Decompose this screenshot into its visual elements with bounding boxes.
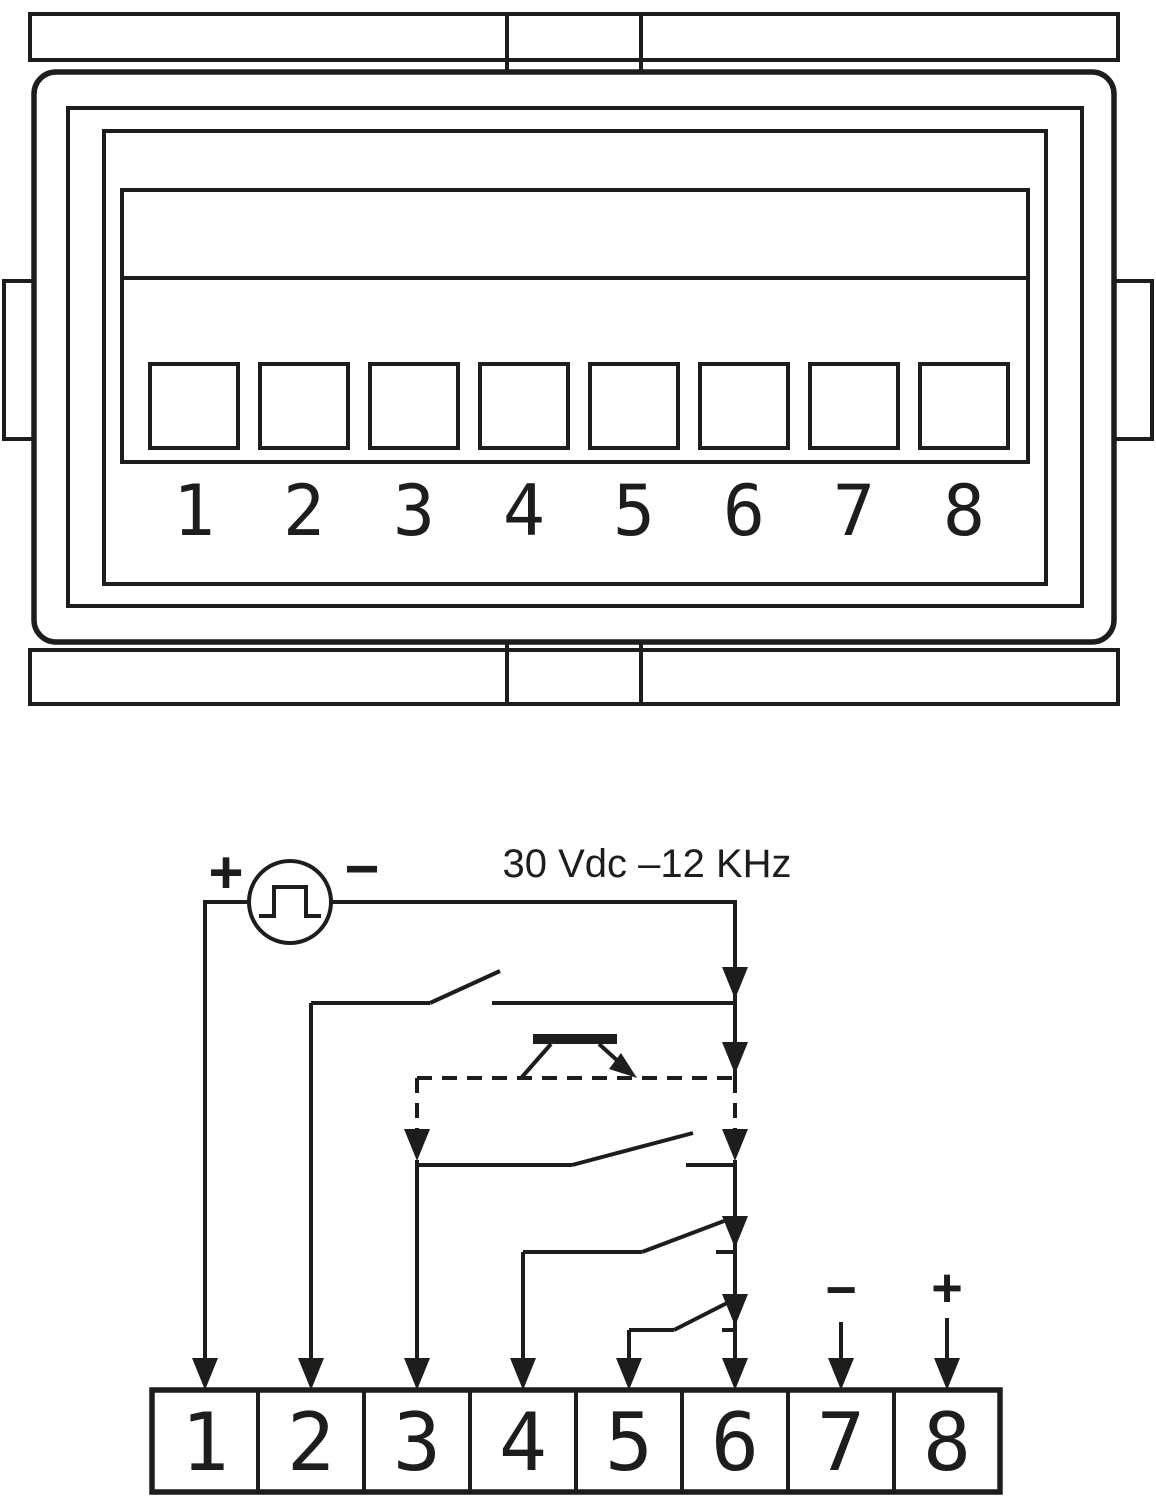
wire-plus-to-terminal1	[203, 900, 249, 1362]
terminal-socket-2	[258, 362, 350, 450]
terminal-block: 1 2 3 4 5 6 7 8	[149, 1387, 1003, 1495]
source-minus-sign: −	[344, 835, 379, 902]
terminal-label-5: 5	[613, 470, 655, 552]
terminal-label-4: 4	[503, 470, 545, 552]
arrow-terminal6-icon	[722, 1358, 748, 1390]
bottom-rail-bar	[28, 648, 1120, 706]
dc-output-indicators: − +	[825, 1258, 963, 1362]
terminal-socket-7	[808, 362, 900, 450]
terminal-socket-1	[148, 362, 240, 450]
switch3-blade	[641, 1219, 725, 1254]
arrow-terminal3-icon	[404, 1358, 430, 1390]
terminal-label-2: 2	[283, 470, 325, 552]
terminal-strip-labels: 1 2 3 4 5 6 7 8	[173, 470, 985, 552]
arrow-dashed-right-icon	[722, 1129, 748, 1161]
switch4-blade	[673, 1300, 730, 1332]
transistor-emitter-arrow	[609, 1053, 637, 1078]
bottom-rail	[28, 642, 1120, 706]
terminal-label-7: 7	[833, 470, 875, 552]
block-cell-label-4: 4	[499, 1396, 547, 1489]
block-cell-label-5: 5	[605, 1396, 653, 1489]
terminal-socket-3	[368, 362, 460, 450]
arrow-terminal7-icon	[828, 1358, 854, 1390]
arrow-terminal2-icon	[298, 1358, 324, 1390]
block-cell-label-7: 7	[817, 1396, 865, 1489]
wiring-schematic: 30 Vdc –12 KHz + −	[149, 835, 1003, 1495]
arrow-bus-3-icon	[722, 1216, 748, 1248]
block-cell-label-1: 1	[181, 1396, 229, 1489]
block-cell-label-6: 6	[711, 1396, 759, 1489]
inner-frame-inner	[102, 129, 1048, 586]
source-plus-sign: +	[208, 839, 243, 906]
rear-panel-view: 1 2 3 4 5 6 7 8	[2, 12, 1154, 706]
block-cell-label-2: 2	[287, 1396, 335, 1489]
wire-minus-bus-upper	[331, 900, 737, 1078]
switch1-blade	[429, 969, 501, 1005]
arrow-bus-1-icon	[722, 967, 748, 999]
top-rail-bar	[28, 12, 1120, 62]
switch-1	[311, 969, 735, 1005]
terminal-label-6: 6	[723, 470, 765, 552]
top-rail	[28, 12, 1120, 72]
block-cell-label-3: 3	[393, 1396, 441, 1489]
transistor-collector-leg	[520, 1042, 553, 1079]
pulse-generator-circle	[247, 859, 333, 945]
terminal-socket-6	[698, 362, 790, 450]
arrow-bus-4-icon	[722, 1294, 748, 1326]
output-minus-sign: −	[825, 1260, 857, 1320]
arrow-terminal1-icon	[192, 1358, 218, 1390]
switch2-blade	[571, 1131, 694, 1167]
device-body	[31, 69, 1117, 645]
terminal-label-1: 1	[173, 470, 215, 552]
arrow-dashed-left-icon	[404, 1129, 430, 1161]
arrow-terminal5-icon	[616, 1358, 642, 1390]
pulse-waveform-icon	[259, 885, 321, 918]
terminal-strip	[120, 188, 1030, 464]
arrow-terminal8-icon	[934, 1358, 960, 1390]
arrow-terminal4-icon	[510, 1358, 536, 1390]
inner-frame-outer	[66, 106, 1084, 608]
transistor-icon	[520, 1034, 637, 1079]
terminal-socket-4	[478, 362, 570, 450]
switch-3	[523, 1219, 735, 1254]
output-plus-sign: +	[931, 1258, 963, 1318]
arrow-bus-2-icon	[722, 1042, 748, 1074]
flow-arrows	[192, 967, 960, 1390]
switch-4	[629, 1300, 735, 1332]
terminal-label-3: 3	[393, 470, 435, 552]
switch-2	[417, 1131, 735, 1167]
terminal-socket-8	[918, 362, 1010, 450]
terminal-label-8: 8	[943, 470, 985, 552]
terminal-strip-face	[120, 188, 1030, 464]
pulse-generator-icon: + −	[208, 835, 380, 945]
block-cell-label-8: 8	[923, 1396, 971, 1489]
supply-rating-label: 30 Vdc –12 KHz	[502, 842, 791, 886]
terminal-socket-5	[588, 362, 680, 450]
